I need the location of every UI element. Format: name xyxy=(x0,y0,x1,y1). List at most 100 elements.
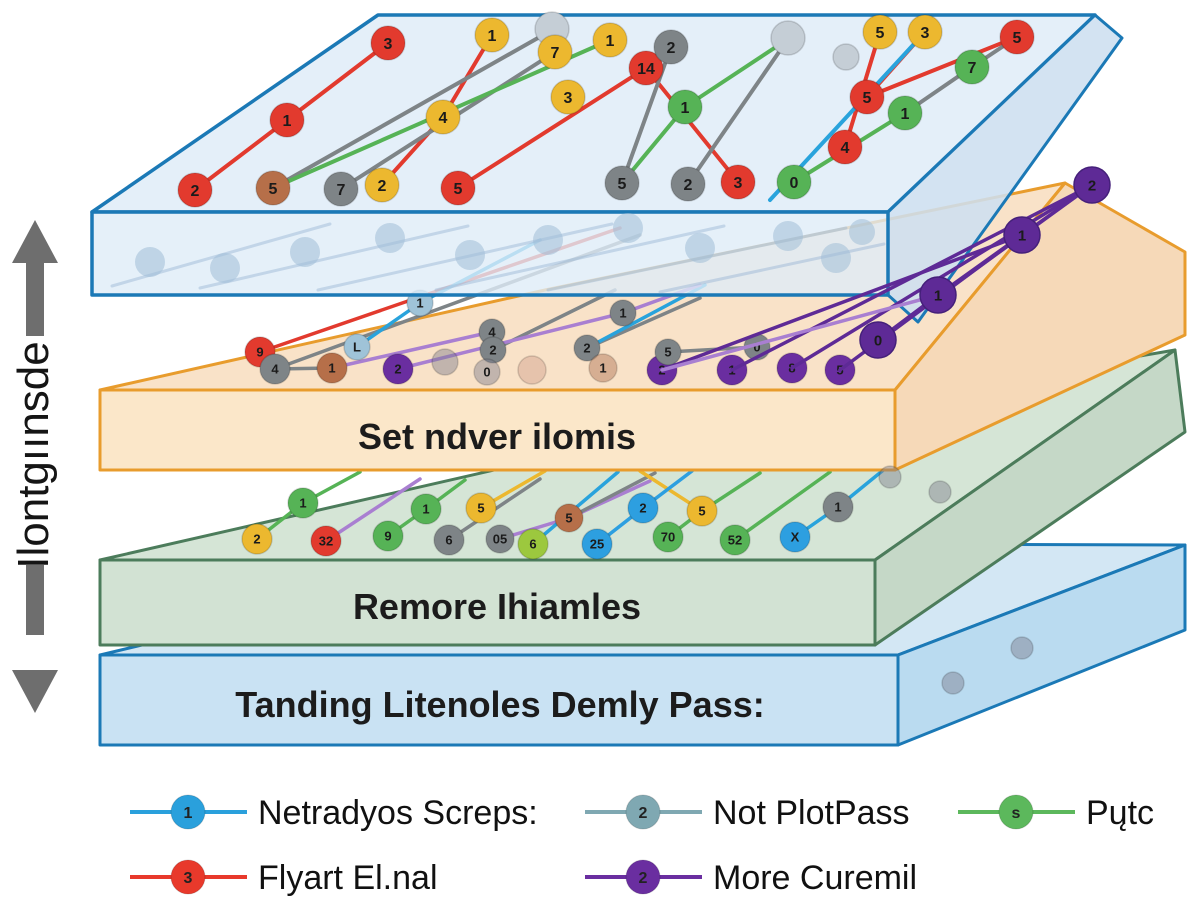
network-edge xyxy=(567,471,657,520)
legend-marker-number: 2 xyxy=(639,805,648,822)
node-label: 5 xyxy=(698,504,705,519)
network-node xyxy=(372,520,404,552)
node-label: 2 xyxy=(394,362,401,377)
network-node xyxy=(628,50,664,86)
network-node xyxy=(370,25,406,61)
slab-face xyxy=(98,558,877,647)
network-node xyxy=(827,129,863,165)
node-label: 4 xyxy=(439,110,448,127)
up-arrow-shaft xyxy=(26,260,44,336)
node-label: 1 xyxy=(283,113,292,130)
legend-marker xyxy=(170,859,206,895)
network-node xyxy=(907,14,943,50)
node-label: 70 xyxy=(661,530,675,545)
node-label: 9 xyxy=(256,345,263,360)
network-node xyxy=(375,223,405,253)
up-arrow-icon xyxy=(12,220,58,263)
network-node xyxy=(241,523,273,555)
network-node xyxy=(878,465,902,489)
network-node xyxy=(431,348,459,376)
network-node xyxy=(627,492,659,524)
node-label: 2 xyxy=(667,40,676,57)
network-edge xyxy=(683,37,790,109)
network-node xyxy=(719,524,751,556)
node-label: 5 xyxy=(863,90,872,107)
node-label: 3 xyxy=(921,25,930,42)
network-edge xyxy=(396,311,625,371)
legend-label: Netradyos Screps: xyxy=(258,794,538,832)
network-node xyxy=(259,353,291,385)
node-label: 1 xyxy=(934,287,942,304)
node-label: 3 xyxy=(384,36,393,53)
network-node xyxy=(773,221,803,251)
network-node xyxy=(310,525,342,557)
node-label: 1 xyxy=(599,361,606,376)
network-node xyxy=(919,276,957,314)
network-node xyxy=(776,164,812,200)
network-node xyxy=(364,167,400,203)
network-node xyxy=(859,321,897,359)
node-label: 5 xyxy=(618,176,627,193)
network-node xyxy=(652,521,684,553)
down-arrow-icon xyxy=(12,670,58,713)
network-node xyxy=(592,22,628,58)
network-node xyxy=(573,334,601,362)
network-edge xyxy=(876,183,1094,342)
network-edge xyxy=(324,477,422,543)
legend-marker-number: 1 xyxy=(184,805,193,822)
node-label: 7 xyxy=(551,45,560,62)
node-label: 7 xyxy=(337,182,346,199)
network-node xyxy=(670,166,706,202)
network-node xyxy=(135,247,165,277)
node-label: 25 xyxy=(590,537,604,552)
legend-marker xyxy=(625,794,661,830)
network-edge xyxy=(271,28,554,190)
diagram-render-root: 21329165056525270552X1941L21420211251085… xyxy=(90,11,1187,747)
network-node xyxy=(720,164,756,200)
network-node xyxy=(533,225,563,255)
node-label: 0 xyxy=(483,365,490,380)
node-label: 9 xyxy=(384,529,391,544)
network-edge xyxy=(330,328,502,370)
node-label: 0 xyxy=(753,340,760,355)
network-node xyxy=(821,243,851,273)
network-node xyxy=(440,170,476,206)
network-edge xyxy=(730,183,1094,372)
network-edge xyxy=(193,118,289,192)
axis-arrow-label: Ilontgıınsde xyxy=(9,341,58,569)
node-label: 4 xyxy=(271,362,279,377)
node-label: 3 xyxy=(734,175,743,192)
node-label: 2 xyxy=(253,532,260,547)
network-edge xyxy=(790,183,1094,370)
node-label: 7 xyxy=(968,60,977,77)
network-node xyxy=(954,49,990,85)
node-label: 3 xyxy=(564,90,573,107)
network-edge xyxy=(644,66,740,184)
network-node xyxy=(822,491,854,523)
network-node xyxy=(862,14,898,50)
network-node xyxy=(999,19,1035,55)
network-node xyxy=(455,240,485,270)
legend-label: Flyart El.nal xyxy=(258,859,438,897)
network-node xyxy=(473,358,501,386)
node-label: 2 xyxy=(639,501,646,516)
node-label: 5 xyxy=(565,511,572,526)
network-node xyxy=(685,233,715,263)
network-node xyxy=(604,165,640,201)
node-label: 2 xyxy=(378,178,387,195)
network-node xyxy=(269,102,305,138)
network-node xyxy=(613,213,643,243)
slab-face xyxy=(98,388,897,472)
network-node xyxy=(849,219,875,245)
legend-marker xyxy=(998,794,1034,830)
network-edge xyxy=(456,66,648,190)
node-label: 0 xyxy=(790,175,799,192)
node-label: 4 xyxy=(488,325,496,340)
network-edge xyxy=(686,37,790,186)
network-edge xyxy=(660,233,1024,372)
